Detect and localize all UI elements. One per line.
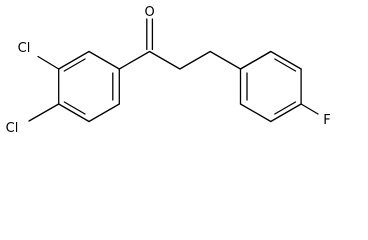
chain-bond [209,50,242,70]
chain-bond [179,50,211,70]
chlorine-bottom-bond [28,103,60,122]
chain-bond [148,50,181,70]
ring2-bond [239,103,272,123]
ring2-bond [239,50,272,70]
chlorine-bottom-label: Cl [6,121,19,136]
fluorine-bond [300,103,319,115]
chlorine-top-label: Cl [18,41,31,56]
ring1-bond [88,50,120,70]
ring1-bond [58,103,90,123]
chlorine-top-bond [37,55,60,70]
ring1-inner-bond [63,58,86,72]
ring-to-carbonyl-bond [118,50,151,70]
ring2-bond [270,50,302,70]
oxygen-label: O [144,5,154,20]
ring1-inner-bond [63,101,86,115]
dichlorophenyl-ring [58,50,120,123]
ring1-bond [58,50,90,70]
ring1-bond [88,103,120,123]
fluorine-label: F [323,113,330,128]
chemical-structure-diagram: Cl Cl O F [6,5,331,136]
fluorophenyl-ring [239,50,302,123]
ring2-inner-bond [274,101,297,115]
ring2-bond [270,103,302,123]
ring2-inner-bond [274,58,297,72]
